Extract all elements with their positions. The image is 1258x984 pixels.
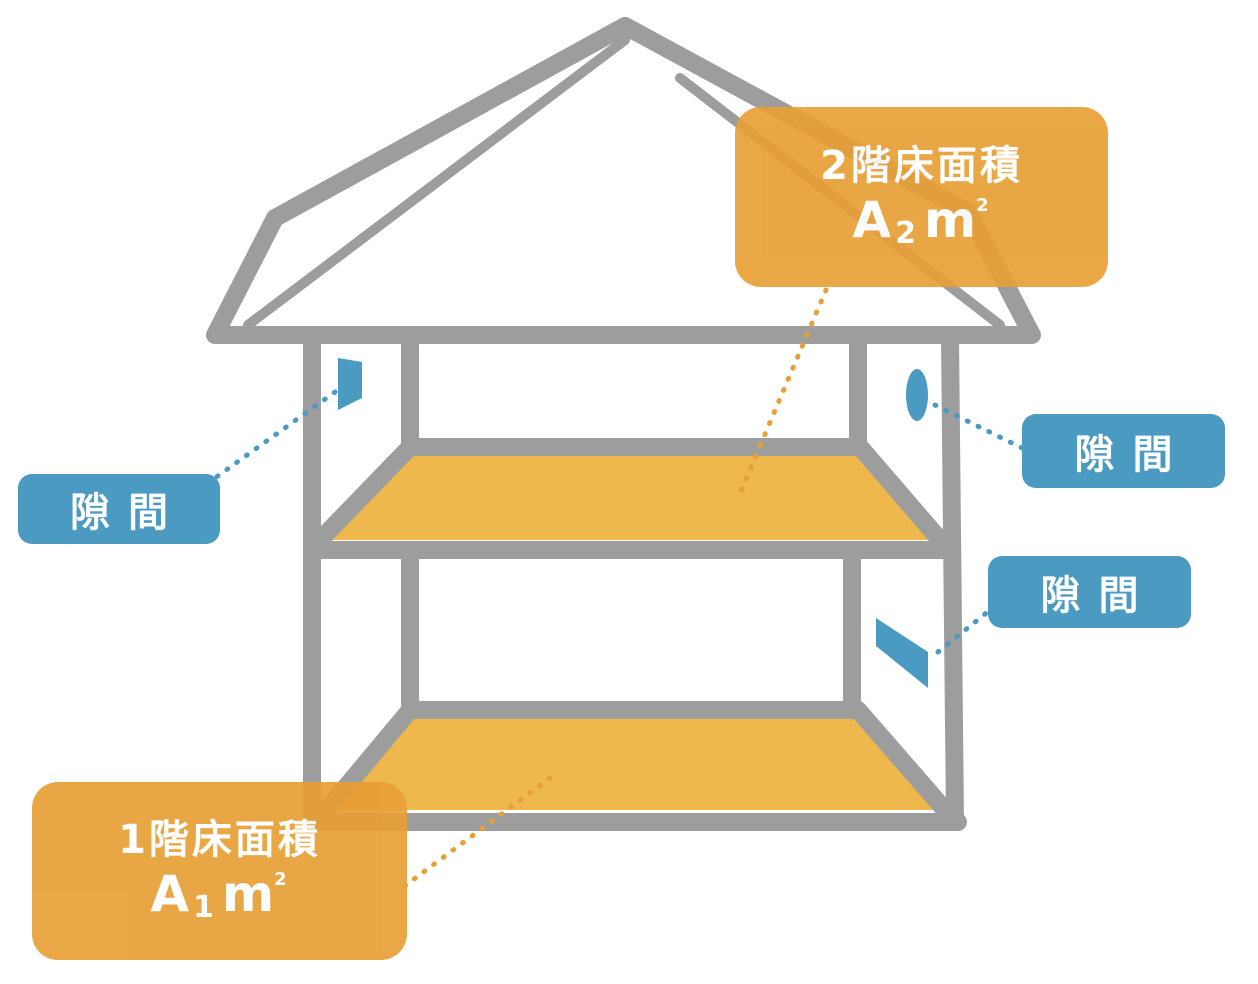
floor2-formula-sub: 2 xyxy=(895,216,918,251)
gap-marker-right-lower xyxy=(876,618,928,688)
floor1-formula-sub: 1 xyxy=(193,890,216,925)
leader-gap-right-upper xyxy=(932,402,1025,451)
floor1-formula-sup: 2 xyxy=(274,869,289,890)
gap-marker-left xyxy=(338,358,362,410)
floor2-formula-sup: 2 xyxy=(976,195,991,216)
gap-label-right-upper: 隙間 xyxy=(1022,414,1225,488)
leader-floor2 xyxy=(735,287,829,501)
leader-floor1 xyxy=(399,775,553,891)
floor2-edge xyxy=(311,438,949,549)
floor1-area-title: 1階床面積 xyxy=(118,817,321,863)
leader-gap-right-lower xyxy=(935,607,993,655)
floor1-formula-main: A xyxy=(150,865,192,923)
wall-right xyxy=(941,331,964,829)
floor2-area-title: 2階床面積 xyxy=(820,143,1023,189)
floor2-formula-unit: m xyxy=(923,191,979,249)
floor1-surface xyxy=(330,714,940,810)
roof-inner-left xyxy=(243,35,630,330)
gap-label-right-lower: 隙間 xyxy=(988,556,1191,628)
floor2-formula-main: A xyxy=(852,191,894,249)
leader-gap-left xyxy=(212,389,338,481)
gap-label-left: 隙間 xyxy=(18,474,220,544)
floor1-edge xyxy=(316,701,954,821)
gap-marker-right-upper xyxy=(906,369,928,421)
floor1-formula-unit: m xyxy=(221,865,277,923)
floor2-surface xyxy=(320,454,935,540)
